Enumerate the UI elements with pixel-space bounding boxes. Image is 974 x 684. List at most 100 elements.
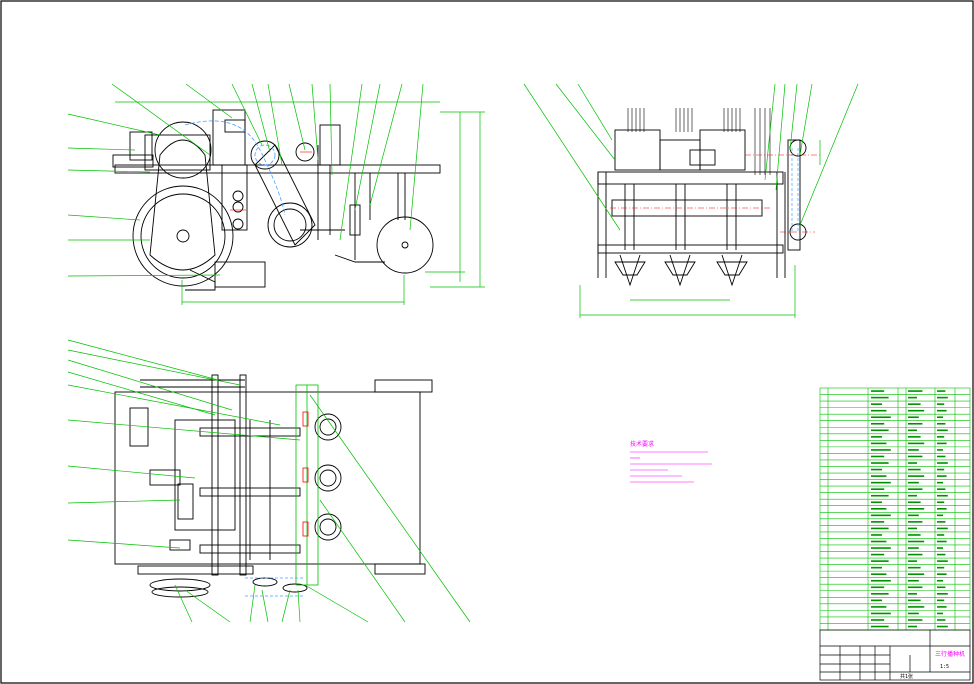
bom-cell-mark [937,599,945,602]
bom-cell-mark [871,521,885,523]
bom-cell-mark [908,403,921,405]
drawing-name: 三行播种机 [935,650,965,658]
bom-cell-mark [937,481,943,484]
bom-cell-mark [871,534,882,536]
bom-cell-mark [937,593,948,595]
bom-cell-mark [908,606,925,608]
bom-cell-mark [937,409,947,412]
bom-cell-mark [908,488,923,490]
bom-cell-mark [937,606,947,608]
bom-cell-mark [937,429,948,432]
bom-cell-mark [908,416,919,419]
notes-title: 技术要求 [630,440,654,448]
bom-cell-mark [937,619,946,621]
bom-cell-mark [908,566,921,569]
bom-cell-mark [871,566,882,569]
bom-cell-mark [871,455,885,458]
bom-cell-mark [937,390,946,392]
side-view-leaders [67,83,485,305]
bom-cell-mark [871,462,889,464]
bom-cell-mark [908,390,923,392]
bom-cell-mark [937,540,947,543]
bill-of-materials [819,387,971,631]
bom-cell-mark [871,612,891,615]
bom-cell-mark [871,409,887,412]
bom-cell-mark [908,501,921,504]
bom-cell-mark [871,514,891,517]
bom-cell-mark [937,416,943,419]
bom-cell-mark [871,449,891,451]
bom-cell-mark [871,422,885,425]
bom-cell-mark [871,442,887,445]
plan-view-red [302,411,309,537]
bom-cell-mark [937,573,947,576]
bom-cell-mark [908,527,917,530]
bom-cell-mark [871,599,882,602]
bom-cell-mark [937,449,943,451]
bom-cell-mark [908,521,923,523]
bom-cell-mark [937,553,946,556]
plan-view [114,374,433,598]
bom-cell-mark [908,514,919,517]
plan-view-blue [245,577,305,597]
bom-cell-mark [871,508,887,510]
bom-cell-mark [908,586,923,589]
bom-cell-mark [871,579,891,582]
plan-view-drive [295,384,319,586]
bom-cell-mark [871,416,891,419]
bom-cell-mark [871,547,891,549]
bom-cell-mark [937,566,945,569]
bom-cell-mark [937,534,945,536]
bom-cell-mark [937,508,947,510]
bom-cell-mark [908,579,919,582]
bom-cell-mark [908,468,921,471]
bom-cell-mark [937,625,948,628]
bom-cell-mark [871,619,885,621]
bom-cell-mark [908,540,925,543]
drawing-scale: 1:5 [940,664,949,670]
rear-view-leaders [523,83,859,318]
bom-cell-mark [908,508,925,510]
bom-cell-mark [908,547,919,549]
bom-cell-mark [908,612,919,615]
side-view [112,109,441,291]
bom-cell-mark [908,455,923,458]
bom-cell-mark [871,540,887,543]
bom-cell-mark [871,390,885,392]
bom-cell-mark [937,586,946,589]
bom-cell-mark [908,625,917,628]
bom-cell-mark [908,475,925,477]
rear-view-centerlines [610,154,820,233]
plan-view-leaders [67,339,471,623]
bom-cell-mark [908,436,921,438]
bom-cell-mark [908,619,923,621]
bom-cell-mark [937,579,943,582]
bom-cell-mark [937,488,946,490]
bom-cell-mark [871,481,891,484]
rear-view-blue [791,148,799,232]
bom-cell-mark [937,494,948,497]
rear-view [597,108,807,287]
bom-cell-mark [871,429,889,432]
bom-cell-mark [908,422,923,425]
sheet-count: 共1张 [900,673,913,680]
bom-cell-mark [871,468,882,471]
bom-cell-mark [937,396,948,399]
side-view-chain [184,120,286,216]
bom-cell-mark [937,612,943,615]
technical-notes: 技术要求 [630,440,712,483]
bom-cell-mark [908,449,919,451]
bom-cell-mark [908,560,917,562]
bom-cell-mark [937,468,945,471]
bom-cell-mark [871,560,889,562]
bom-cell-mark [871,593,889,595]
bom-cell-mark [908,462,917,464]
bom-cell-mark [871,553,885,556]
bom-cell-mark [937,547,943,549]
bom-cell-mark [937,560,948,562]
bom-cell-mark [871,403,882,405]
bom-cell-mark [871,606,887,608]
bom-cell-mark [937,436,945,438]
bom-cell-mark [908,409,925,412]
bom-cell-mark [871,625,889,628]
